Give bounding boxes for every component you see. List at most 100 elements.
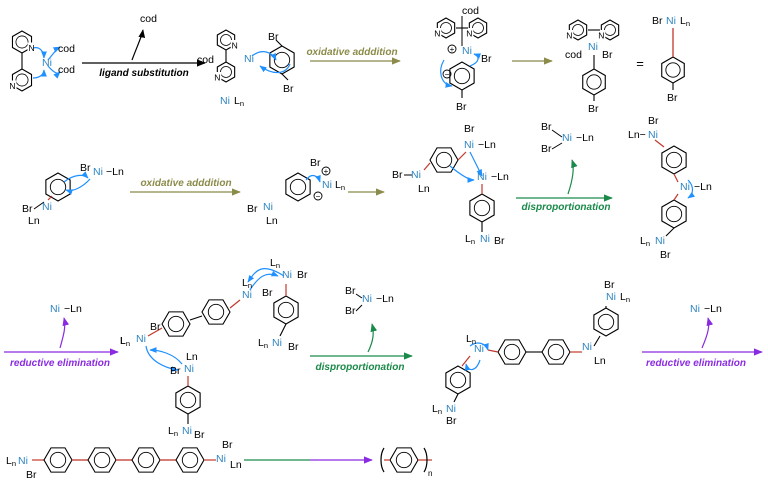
bromine-label: Br	[541, 121, 552, 133]
pyridine-n-mask	[433, 28, 442, 38]
ligand-ln: Ln	[680, 15, 690, 28]
bipyridine-ring-right-aromatic	[604, 24, 616, 36]
ni-c-bond	[673, 193, 679, 201]
bipyridine-ring-top-aromatic	[15, 35, 29, 49]
electron-push-arrow	[259, 63, 291, 74]
bromine-label: Br	[667, 92, 678, 104]
repeat-unit-ring-aromatic	[395, 451, 413, 469]
ni-c-bond	[673, 173, 679, 183]
ni-label: Ni	[411, 169, 421, 181]
ni-ln-label: −Ln	[376, 293, 394, 305]
equals-sign: =	[636, 56, 644, 71]
bipyridine-ring-left-aromatic	[440, 22, 452, 34]
reaction-arrows	[4, 29, 763, 464]
nickel-release-arrow	[701, 317, 714, 349]
ni-label: Ni	[282, 269, 292, 281]
bipyridine-ring-left-aromatic	[572, 24, 584, 36]
pyridine-n-label: N	[28, 43, 34, 53]
ligand-ln: Ln	[466, 333, 476, 346]
niln-fragment-ln: Ln	[234, 95, 244, 108]
ni-c-bond	[279, 323, 287, 337]
nickel-release-arrow	[367, 323, 378, 353]
br-ni-bond	[355, 293, 363, 299]
bromine-label: Br	[541, 143, 552, 155]
bipyridine-ring-right-aromatic	[472, 22, 484, 34]
ni-label: Ni	[136, 333, 146, 345]
ni-label: Ni	[666, 15, 676, 27]
positive-charge-circle	[321, 166, 331, 176]
aryl-ring-aromatic	[49, 451, 67, 469]
bromine-label: Br	[345, 305, 356, 317]
oxidative-addition-label: oxidative adddition	[140, 178, 231, 189]
ni-label: Ni	[216, 453, 226, 465]
electron-push-arrow	[32, 47, 47, 59]
bromine-label: Br	[660, 249, 671, 261]
negative-charge: −	[316, 192, 321, 201]
ln-label: Ln	[266, 215, 278, 227]
bromine-label: Br	[648, 115, 659, 127]
c-br-bond	[281, 73, 289, 81]
aryl-bromide-ring	[269, 45, 295, 75]
bipyridine-ring-left	[436, 17, 456, 39]
electron-push-arrow	[469, 342, 489, 351]
bromine-label: Br	[194, 429, 205, 441]
aryl-ring	[161, 311, 191, 337]
cyclohexadienyl-ring	[285, 172, 311, 202]
positive-charge: +	[450, 45, 455, 54]
bromine-label: Br	[150, 321, 161, 333]
electron-push-arrow	[440, 59, 453, 88]
bromine-label: Br	[283, 83, 294, 95]
ligand-ln: Ln	[168, 425, 178, 438]
aryl-ring	[43, 447, 73, 473]
electron-push-arrow	[305, 174, 321, 183]
aryl-ring-aromatic	[665, 62, 681, 78]
ni-label: Ni	[263, 201, 273, 213]
electron-push-arrow	[47, 46, 61, 61]
aryl-ring	[661, 145, 687, 175]
ligand-ln: Ln	[270, 257, 280, 270]
ni-label: Ni	[182, 425, 192, 437]
ligand-ln: Ln	[242, 277, 252, 290]
bromine-label: Br	[288, 341, 299, 353]
ln-label: Ln	[594, 355, 606, 367]
molecule-structures	[8, 16, 687, 473]
bromine-label: Br	[464, 123, 475, 135]
aryl-ring	[131, 447, 161, 473]
aryl-ring	[497, 339, 527, 365]
ni-label: Ni	[244, 53, 254, 65]
ni-label: Ni	[242, 289, 252, 301]
bipyridine-ring-bottom	[216, 61, 236, 83]
electron-push-arrow	[65, 178, 91, 195]
ligand-ln: Ln	[640, 235, 650, 248]
pyridine-n-mask	[230, 40, 239, 50]
bipyridine-ring-bottom	[11, 68, 33, 92]
bromine-label: Br	[481, 53, 492, 65]
positive-charge: +	[324, 167, 329, 176]
cyclohexadienyl-ring-aromatic	[453, 67, 471, 85]
ligand-ln: Ln	[120, 335, 130, 348]
cod-label: cod	[197, 54, 214, 66]
aryl-ring	[175, 447, 205, 473]
bipyridine-ring-bottom-aromatic	[220, 66, 232, 78]
aryl-ring	[201, 299, 231, 325]
br-ni-bond	[33, 201, 45, 210]
ligand-ln: Ln	[465, 233, 475, 246]
bromine-label: Br	[170, 365, 181, 377]
ni-c-bond	[457, 151, 467, 161]
negative-charge-circle	[313, 191, 323, 201]
pyridine-n-label: N	[434, 29, 440, 39]
ni-label: Ni	[362, 293, 372, 305]
pyridine-n-mask	[565, 30, 574, 40]
bromine-label: Br	[297, 269, 308, 281]
electron-push-arrow	[63, 171, 89, 183]
aryl-ring	[445, 365, 471, 395]
nickel-release-arrow	[567, 159, 578, 195]
nickel-release-arrow	[59, 317, 70, 349]
pyridine-n-label: N	[566, 31, 572, 41]
ni-start-label: Ni	[42, 57, 52, 69]
aryl-ring-aromatic	[586, 74, 602, 90]
ni-label: Ni	[446, 403, 456, 415]
pyridine-n-label: N	[9, 81, 15, 91]
ligand-ln: Ln	[6, 455, 16, 468]
